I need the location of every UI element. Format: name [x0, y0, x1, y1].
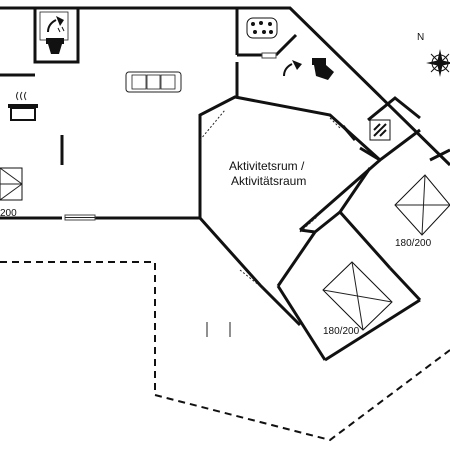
openings	[64, 52, 277, 221]
cooking-pot-icon	[8, 91, 38, 121]
activity-room-label-line2: Aktivitätsraum	[231, 174, 307, 188]
compass-rose-icon	[426, 49, 450, 77]
sauna-icon	[369, 119, 391, 141]
toilet-icon	[46, 38, 64, 54]
interior-walls	[0, 8, 450, 362]
bedroom-mid-size: 180/200	[323, 326, 360, 337]
shower-icon	[39, 11, 69, 41]
door-swings	[199, 109, 341, 291]
bed-icon	[0, 167, 23, 201]
bedroom-left-size: 200	[0, 208, 17, 219]
outer-walls	[0, 6, 450, 327]
activity-room-label-line1: Aktivitetsrum /	[229, 159, 305, 173]
sofa-icon	[125, 71, 182, 93]
terrace-outline	[0, 261, 450, 442]
terrace-marks	[206, 322, 231, 337]
bed-icon	[322, 261, 393, 331]
whirlpool-icon	[246, 17, 278, 39]
bedroom-right-size: 180/200	[395, 238, 432, 249]
toilet-icon	[312, 58, 334, 80]
shower-icon	[283, 60, 302, 77]
north-label: N	[417, 32, 425, 43]
bed-icon	[394, 174, 450, 236]
